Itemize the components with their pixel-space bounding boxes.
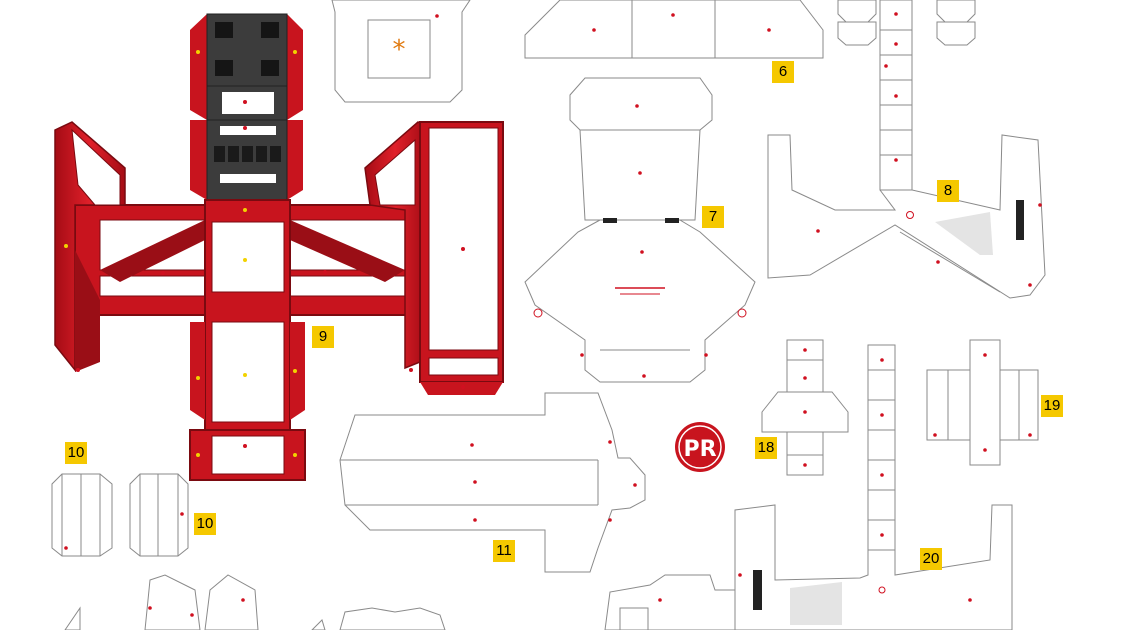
part-19 [926,339,1039,466]
part-10b [129,473,189,557]
label-10a: 10 [65,442,87,464]
label-9: 9 [312,326,334,348]
pr-logo: PR [675,422,725,472]
part-top-box: * [331,0,471,103]
label-20: 20 [920,548,942,570]
label-7: 7 [702,206,724,228]
label-18: 18 [755,437,777,459]
part-9-red-ship [54,13,504,481]
part-8 [767,0,1046,299]
label-6: 6 [772,61,794,83]
pr-logo-text: PR [683,437,716,462]
label-19: 19 [1041,395,1063,417]
part-bottom-partials [64,574,736,630]
label-10b: 10 [194,513,216,535]
label-8: 8 [937,180,959,202]
part-10a [51,473,113,557]
part-small-tabs-top [837,0,976,46]
part-6 [524,0,824,59]
svg-text:*: * [393,35,406,65]
part-18 [761,339,849,476]
label-11: 11 [493,540,515,562]
part-7 [524,77,756,383]
part-11 [339,392,646,573]
part-20 [734,344,1013,630]
